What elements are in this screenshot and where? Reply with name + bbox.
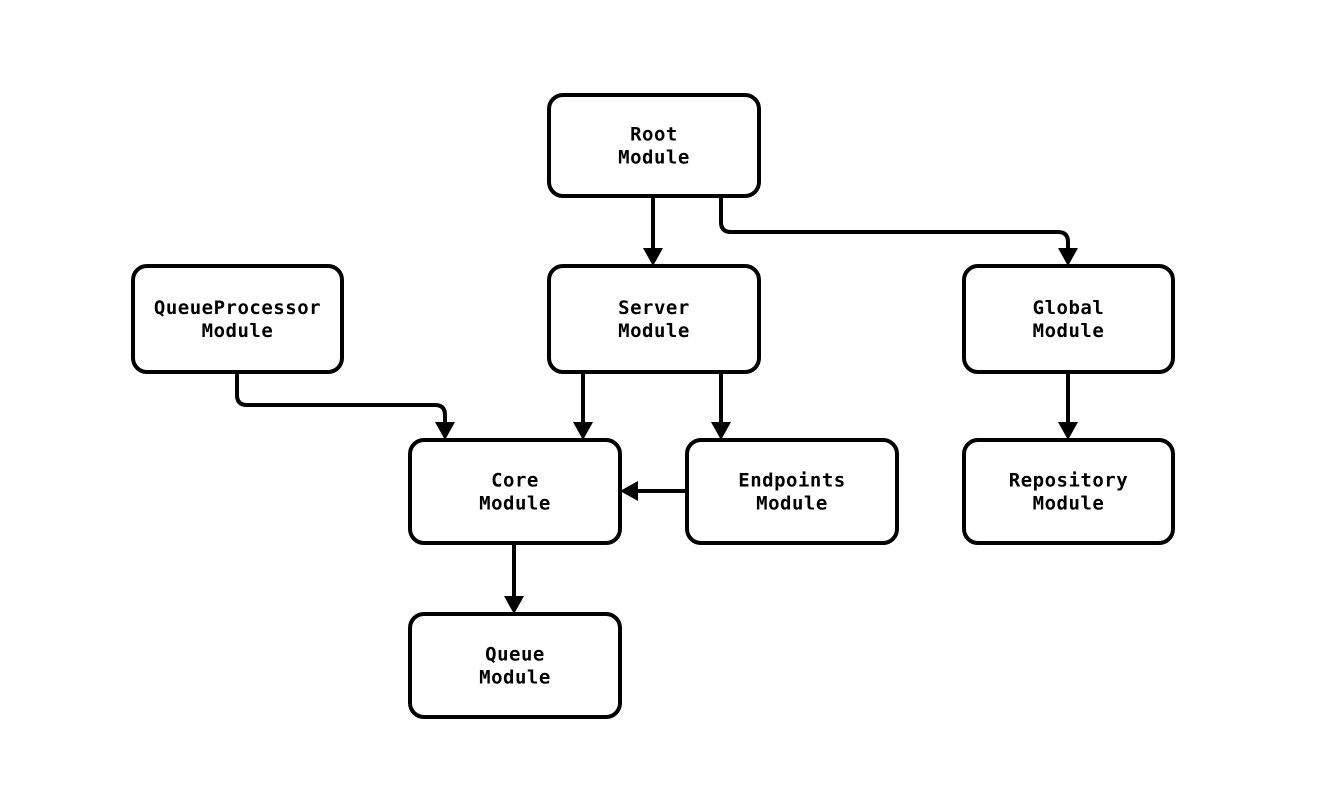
edge-core-to-queue: Core Module to Queue Module <box>504 543 524 614</box>
edge-layer: Root Module to Server Module Root Module … <box>235 196 1078 614</box>
edge-line <box>235 372 447 425</box>
node-label-line1: Repository <box>1009 469 1128 491</box>
node-shape[interactable] <box>962 264 1175 374</box>
node-shape[interactable] <box>408 438 622 545</box>
arrowhead-icon <box>1058 422 1078 440</box>
arrowhead-icon <box>573 422 593 440</box>
node-label-line1: Global <box>1033 297 1105 319</box>
arrowhead-icon <box>711 422 731 440</box>
node-shape[interactable] <box>131 264 344 374</box>
node-label-line2: Module <box>618 146 690 168</box>
node-label-line1: Queue <box>485 643 545 665</box>
node-shape[interactable] <box>685 438 899 545</box>
arrowhead-icon <box>1058 248 1078 266</box>
node-label-line1: Server <box>618 297 690 319</box>
node-label-line2: Module <box>618 320 690 342</box>
arrowhead-icon <box>620 481 638 501</box>
edge-root-to-global: Root Module to Global Module <box>719 196 1078 266</box>
node-label-line1: QueueProcessor <box>154 297 321 319</box>
node-label-line2: Module <box>756 492 828 514</box>
node-label-line2: Module <box>202 320 274 342</box>
edge-line <box>719 196 1070 251</box>
arrowhead-icon <box>643 248 663 266</box>
arrowhead-icon <box>504 596 524 614</box>
node-label-line2: Module <box>1033 492 1105 514</box>
node-label-line2: Module <box>1033 320 1105 342</box>
edge-root-to-server: Root Module to Server Module <box>643 196 663 266</box>
node-shape[interactable] <box>962 438 1175 545</box>
edge-endpoints-to-core: Endpoints Module to Core Module <box>620 481 687 501</box>
edge-server-to-core: Server Module to Core Module <box>573 372 593 440</box>
node-label-line2: Module <box>479 666 551 688</box>
arrowhead-icon <box>435 422 455 440</box>
node-label-line1: Core <box>491 469 539 491</box>
node-label-line1: Endpoints <box>738 469 845 491</box>
edge-server-to-endpoints: Server Module to Endpoints Module <box>711 372 731 440</box>
edge-queueprocessor-to-core: QueueProcessor Module to Core Module <box>235 372 455 440</box>
edge-global-to-repository: Global Module to Repository Module <box>1058 372 1078 440</box>
node-label-line1: Root <box>630 123 678 145</box>
node-label-line2: Module <box>479 492 551 514</box>
node-shape[interactable] <box>547 93 761 198</box>
node-shape[interactable] <box>408 612 622 719</box>
node-shape[interactable] <box>547 264 761 374</box>
